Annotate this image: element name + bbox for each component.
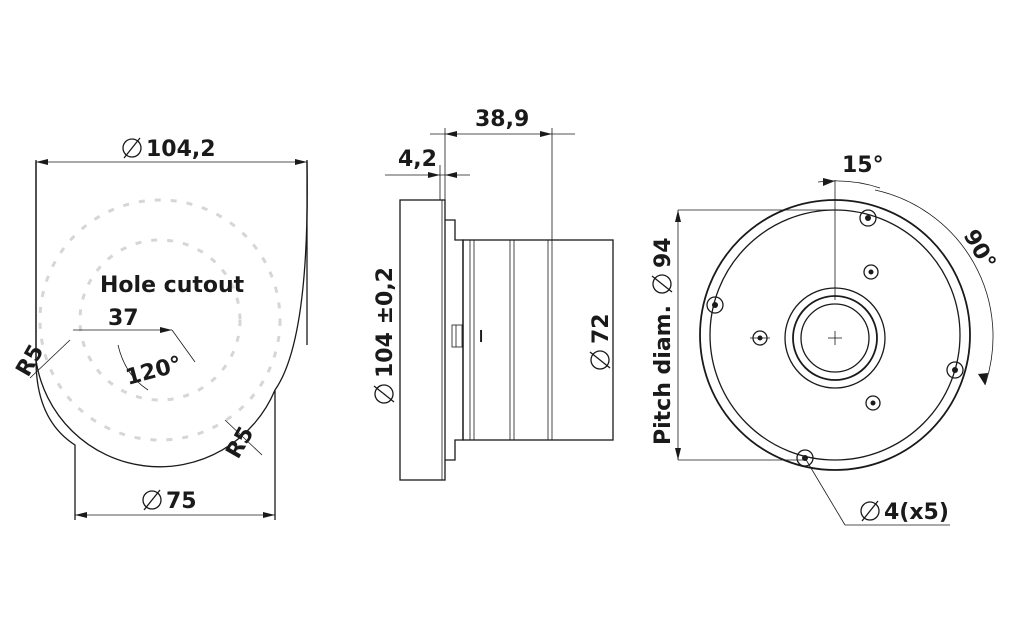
ghost-circle-outer [38, 198, 282, 442]
hole-cutout-label: Hole cutout [100, 273, 245, 298]
pitch-label: Pitch diam. [651, 305, 676, 445]
offset-leader [171, 329, 196, 363]
diameter-symbol-icon [860, 501, 880, 521]
arrow-bottom-right [263, 512, 275, 518]
arrow-left [36, 159, 48, 165]
screw-hole-center [868, 269, 874, 275]
radius-right-leader [224, 419, 263, 456]
angle-label: 120° [123, 352, 184, 391]
screw-hole-icon [865, 395, 881, 411]
hole-leader [804, 457, 846, 526]
diameter-symbol-icon [652, 274, 672, 294]
diameter-symbol-icon [122, 138, 142, 158]
hole-cutout-view: 104,2 Hole cutout 37 120° R5 R5 75 [12, 137, 308, 520]
flange [399, 199, 446, 481]
radius-left-leader [29, 339, 71, 379]
diameter-symbol-icon [374, 384, 394, 404]
flange-step [445, 219, 464, 461]
screw-hole-center [870, 400, 876, 406]
angle-top-label: 15° [842, 153, 884, 178]
diameter-symbol-icon [590, 350, 610, 370]
pitch-arrow-top [675, 210, 681, 222]
offset-arrow [160, 327, 172, 333]
radius-left-label: R5 [12, 341, 50, 381]
height-label: 104 ±0,2 [373, 267, 398, 378]
radius-right-label: R5 [222, 423, 260, 463]
diameter-slash [589, 351, 611, 369]
depth-arrow-left [445, 131, 457, 137]
diameter-slash [861, 500, 879, 522]
angle-90-arc [874, 189, 994, 386]
mount-hole-icon [946, 361, 964, 379]
diameter-slash [651, 275, 673, 293]
mount-hole-icon [859, 209, 877, 227]
motor-body [462, 239, 614, 441]
mount-hole-icon [706, 296, 724, 314]
flange-label: 4,2 [398, 147, 437, 172]
mount-hole-icon [796, 449, 814, 467]
terminal-mark: ı [478, 323, 484, 348]
diameter-slash [123, 137, 141, 159]
terminal [451, 324, 463, 348]
screw-hole-icon [863, 264, 879, 280]
mount-hole-center [952, 367, 958, 373]
outer-diameter-label: 104,2 [146, 137, 216, 162]
pole-circle [800, 303, 870, 373]
mount-hole-center [865, 215, 871, 221]
bottom-diameter-label: 75 [166, 489, 197, 514]
depth-label: 38,9 [475, 107, 529, 132]
arrow-right [295, 159, 307, 165]
flange-arrow-right [445, 172, 457, 178]
cutout-outline [35, 161, 308, 520]
body-diameter-label: 72 [589, 313, 614, 344]
pitch-arrow-bottom [675, 448, 681, 460]
angle-right-label: 90° [958, 226, 1000, 275]
diameter-slash [373, 385, 395, 403]
flange-arrow-left [428, 172, 440, 178]
angle-arc [117, 344, 149, 391]
diameter-symbol-icon [142, 490, 162, 510]
offset-label: 37 [108, 306, 139, 331]
rear-view: Pitch diam. 94 15° 90° 4(x5) [651, 153, 1000, 526]
mount-hole-center [712, 302, 718, 308]
pitch-value-label: 94 [651, 237, 676, 268]
angle-90-arrow [978, 373, 988, 385]
depth-arrow-right [540, 131, 552, 137]
ghost-circle-inner [78, 238, 242, 402]
hole-count-label: 4(x5) [884, 500, 949, 525]
side-view: ı 38,9 4,2 104 ±0,2 72 [373, 107, 614, 481]
angle-15-arrow [823, 178, 835, 186]
diameter-slash [143, 489, 161, 511]
arrow-bottom-left [75, 512, 87, 518]
